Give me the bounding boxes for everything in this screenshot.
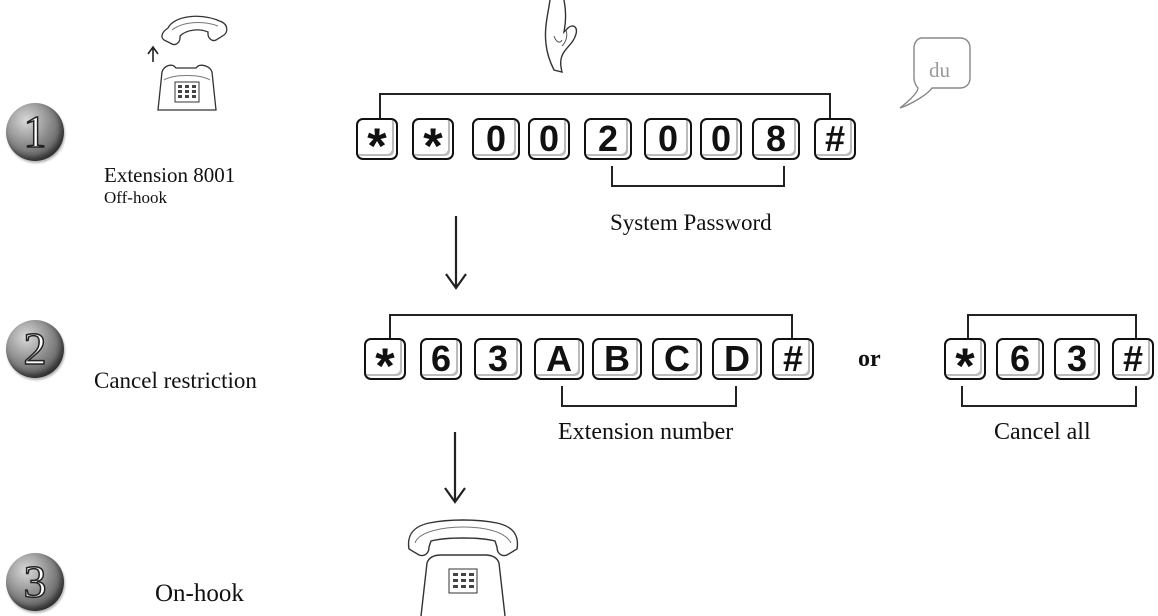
key-sequence-2: * 6 3 A B C D # [364, 338, 814, 391]
key-8: 8 [752, 118, 800, 160]
step-3-badge: 3 [6, 553, 64, 611]
key-hash: # [772, 338, 814, 380]
bottom-bracket-extension [561, 386, 737, 407]
step-2-badge: 2 [6, 320, 64, 378]
key-d: D [712, 338, 762, 380]
hand-icon [544, 0, 578, 73]
key-0: 0 [700, 118, 742, 160]
step-3-label: On-hook [155, 580, 244, 607]
key-0: 0 [472, 118, 520, 160]
key-6: 6 [996, 338, 1044, 380]
key-0: 0 [644, 118, 692, 160]
key-star: * [944, 338, 986, 391]
step-3-number: 3 [23, 555, 48, 608]
key-3: 3 [1054, 338, 1100, 380]
top-bracket-cancel-all [967, 314, 1137, 340]
step-2-label: Cancel restriction [94, 368, 257, 393]
speech-bubble-icon [899, 37, 971, 109]
step-1-label-line1: Extension 8001 [104, 163, 236, 187]
step-1-label-line2: Off-hook [104, 188, 167, 207]
key-hash: # [814, 118, 856, 160]
step-1-number: 1 [23, 105, 48, 158]
key-c: C [652, 338, 702, 380]
down-arrow-icon [445, 216, 467, 290]
system-password-label: System Password [610, 210, 772, 235]
key-a: A [534, 338, 584, 380]
down-arrow-icon [444, 432, 466, 504]
key-3: 3 [474, 338, 522, 380]
key-star: * [412, 118, 454, 171]
speech-bubble-text: du [929, 58, 950, 82]
key-sequence-1: * * 0 0 2 0 0 8 # [356, 118, 856, 171]
on-hook-phone-icon [407, 519, 519, 616]
key-6: 6 [420, 338, 462, 380]
step-1-badge: 1 [6, 103, 64, 161]
key-0: 0 [528, 118, 570, 160]
top-bracket-1 [379, 93, 831, 121]
step-2-number: 2 [23, 322, 48, 375]
key-b: B [592, 338, 642, 380]
key-sequence-cancel-all: * 6 3 # [944, 338, 1156, 391]
top-bracket-2 [389, 314, 793, 340]
bottom-bracket-password [611, 166, 785, 187]
off-hook-phone-icon [147, 15, 228, 111]
bottom-bracket-cancel-all [961, 386, 1137, 407]
key-hash: # [1112, 338, 1154, 380]
key-star: * [356, 118, 398, 171]
key-2: 2 [584, 118, 632, 160]
or-label: or [858, 346, 881, 372]
key-star: * [364, 338, 406, 391]
cancel-all-label: Cancel all [994, 419, 1091, 445]
extension-number-label: Extension number [558, 419, 734, 445]
